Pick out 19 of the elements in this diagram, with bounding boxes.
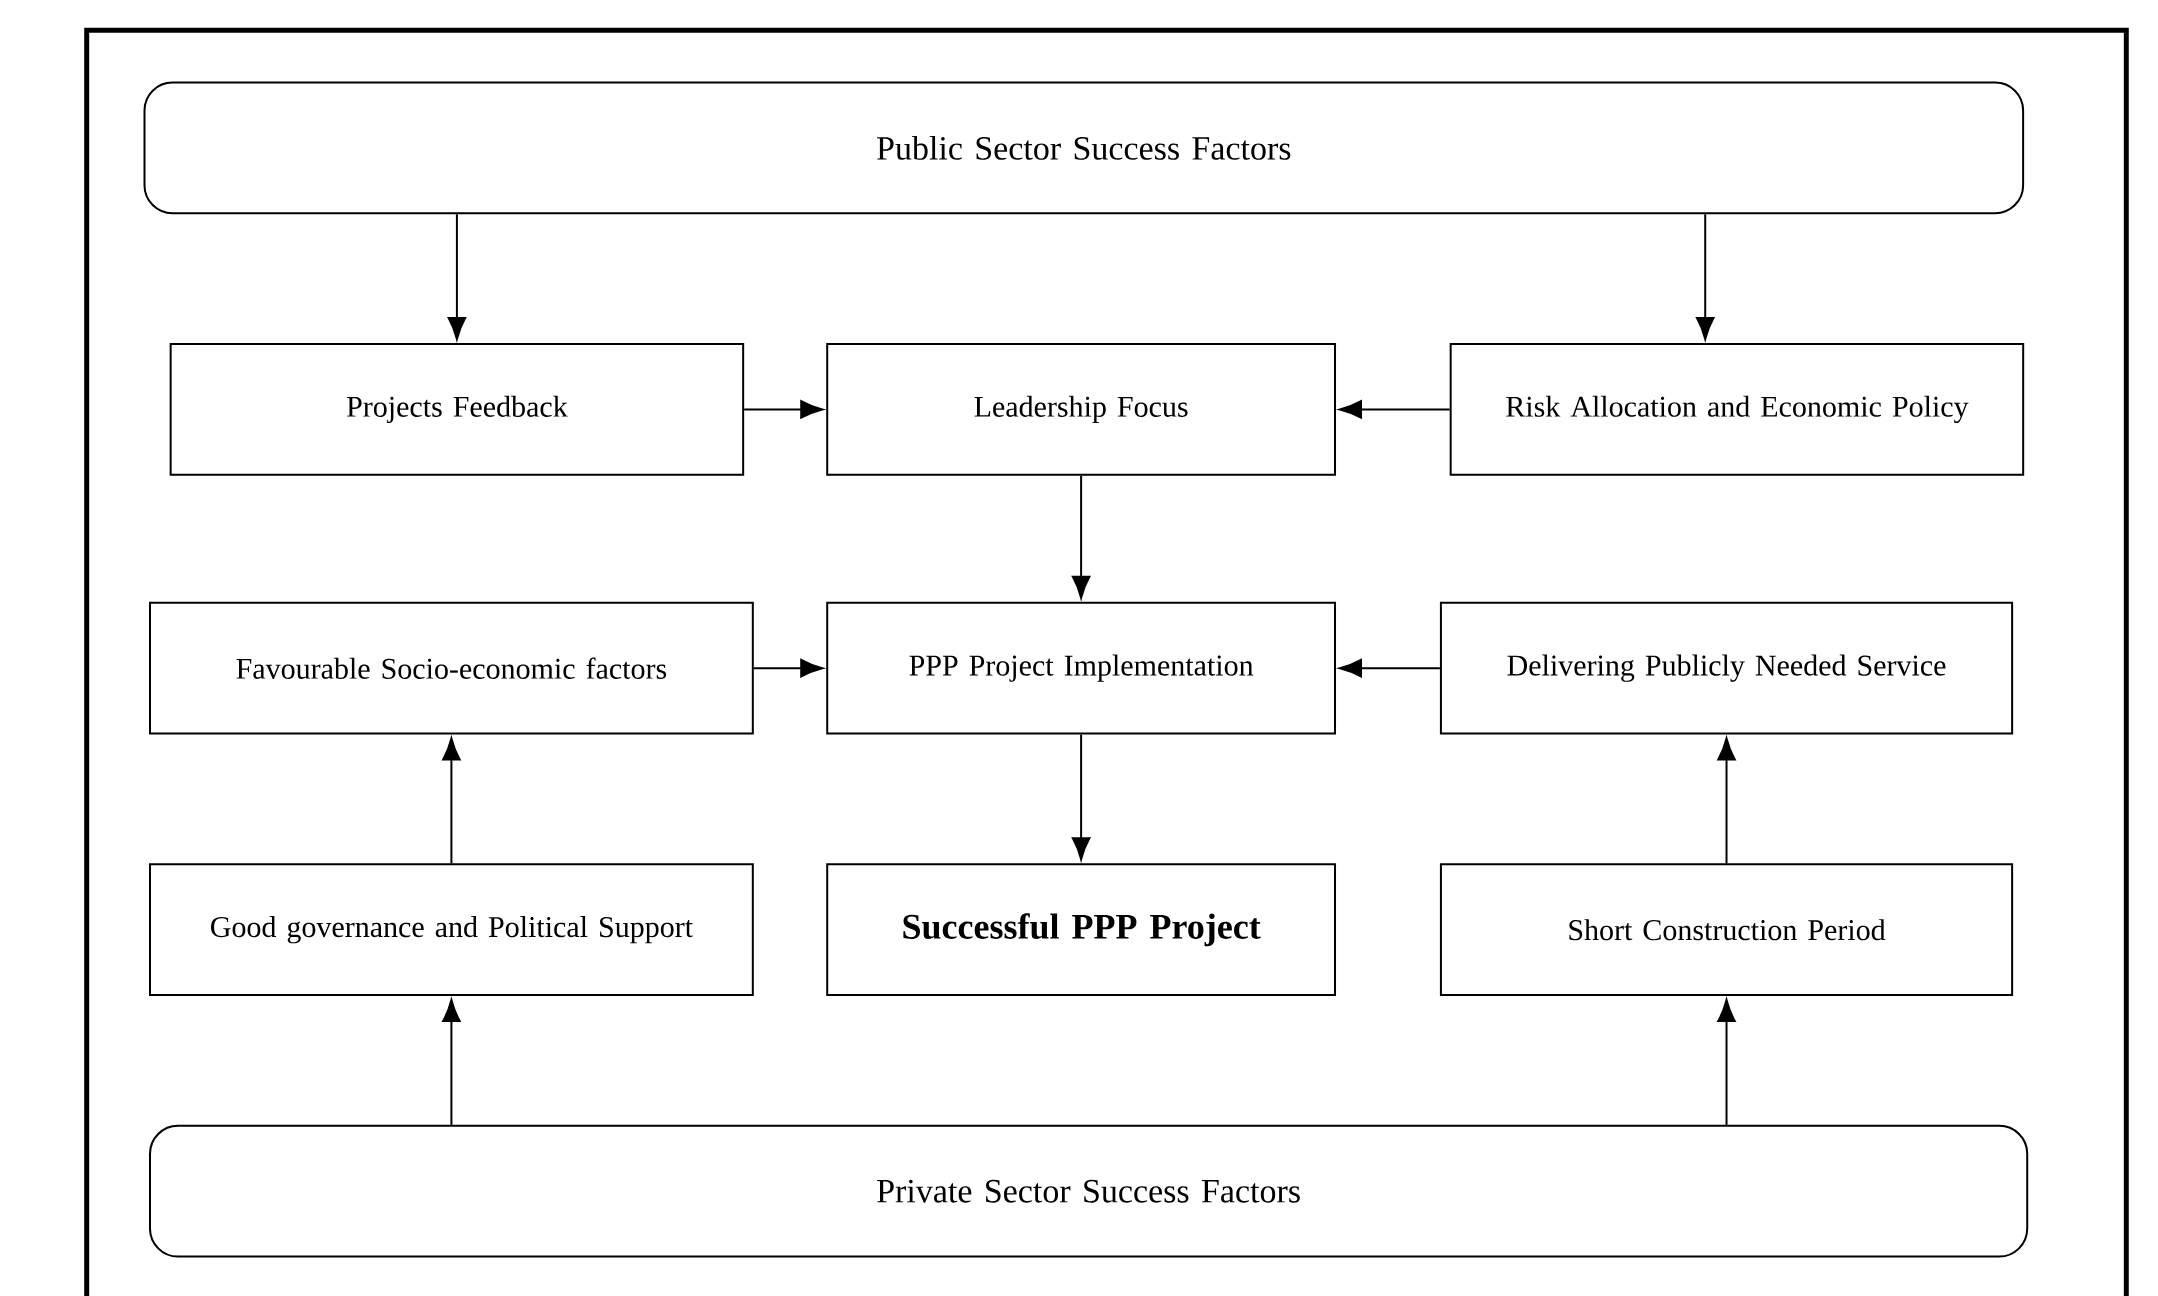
factor-box: PPP Project Implementation [826,601,1336,735]
factor-box: Risk Allocation and Economic Policy [1449,343,2025,476]
factor-box: Projects Feedback [169,343,745,476]
outcome-box: Successful PPP Project [826,863,1336,997]
arrow [743,400,824,419]
arrow [1071,474,1091,599]
factor-box: Leadership Focus [826,343,1336,476]
factor-box: Delivering Publicly Needed Service [1439,601,2014,735]
arrow [1339,658,1441,678]
factor-box: Good governance and Political Support [149,863,754,997]
factor-box: Short Construction Period [1439,863,2014,997]
arrow [1696,213,1715,341]
arrow [752,658,824,678]
arrow [447,213,467,341]
arrow [1071,733,1091,861]
sector-banner: Private Sector Success Factors [149,1124,2029,1258]
factor-box: Favourable Socio-economic factors [149,601,754,735]
sector-banner: Public Sector Success Factors [143,81,2025,215]
arrow [442,737,461,865]
